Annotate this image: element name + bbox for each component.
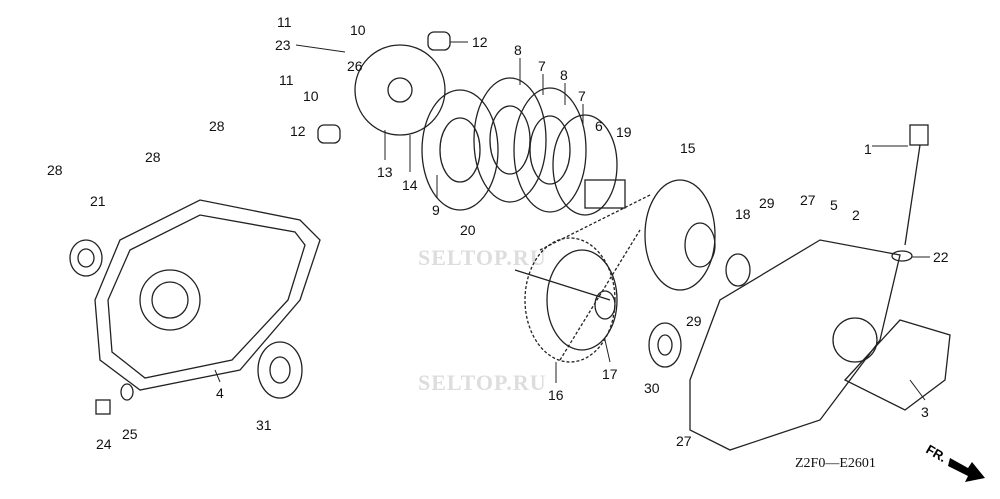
callout: 22	[933, 249, 949, 265]
callout: 10	[350, 22, 366, 38]
callout: 17	[602, 366, 618, 382]
callout: 18	[735, 206, 751, 222]
callout: 14	[402, 177, 418, 193]
callout: 12	[290, 123, 306, 139]
right-case-2	[689, 239, 901, 451]
drain-bolt-24	[95, 399, 111, 415]
callout: 19	[616, 124, 632, 140]
callout: 7	[538, 58, 546, 74]
watermark: SELTOP.RU	[418, 245, 547, 270]
leader-lines	[214, 41, 930, 401]
sprocket-17	[546, 249, 618, 351]
clutch-discs	[421, 77, 626, 216]
driven-pulley-15	[644, 179, 716, 291]
callout: 27	[676, 433, 692, 449]
gasket-3	[843, 319, 951, 411]
o-ring-22	[891, 250, 913, 262]
callout: 27	[800, 192, 816, 208]
direction-label: FR.	[924, 442, 950, 465]
callout: 23	[275, 37, 291, 53]
callout: 28	[47, 162, 63, 178]
watermark: SELTOP.RU	[418, 370, 547, 395]
callout: 10	[303, 88, 319, 104]
callout: 5	[830, 197, 838, 213]
callout: 12	[472, 34, 488, 50]
spring-12	[317, 31, 451, 144]
callout: 13	[377, 164, 393, 180]
clutch-plate-13	[354, 44, 446, 136]
bearing-18	[725, 253, 751, 287]
diagram-code: Z2F0—E2601	[795, 456, 876, 471]
callout: 7	[578, 88, 586, 104]
callout: 31	[256, 417, 272, 433]
left-case-cover	[94, 199, 321, 391]
callout: 21	[90, 193, 106, 209]
callout: 20	[460, 222, 476, 238]
callout: 8	[560, 67, 568, 83]
callout: 28	[209, 118, 225, 134]
callout: 15	[680, 140, 696, 156]
callout: 4	[216, 385, 224, 401]
bearing-31	[257, 341, 303, 399]
callout: 11	[277, 14, 292, 30]
callout: 2	[852, 207, 860, 223]
callout: 16	[548, 387, 564, 403]
callout: 8	[514, 42, 522, 58]
front-direction-arrow: FR.	[924, 442, 985, 482]
callout: 6	[595, 118, 603, 134]
callout: 28	[145, 149, 161, 165]
callout: 24	[96, 436, 112, 452]
dipstick-1	[904, 124, 929, 246]
callout: 1	[864, 141, 872, 157]
callout: 29	[759, 195, 775, 211]
callout: 3	[921, 404, 929, 420]
callout: 26	[347, 58, 363, 74]
bearing-30	[648, 322, 682, 368]
callout: 29	[686, 313, 702, 329]
callout: 11	[279, 72, 294, 88]
callout: 25	[122, 426, 138, 442]
callout: 30	[644, 380, 660, 396]
shaft-20	[514, 269, 611, 301]
arrow-icon	[948, 458, 985, 482]
washer-25	[120, 383, 134, 401]
callout: 9	[432, 202, 440, 218]
callouts: 11 10 12 23 26 8 7 8 7 11 10 12 28 13 14…	[47, 14, 949, 452]
oil-seal-21	[69, 239, 103, 277]
